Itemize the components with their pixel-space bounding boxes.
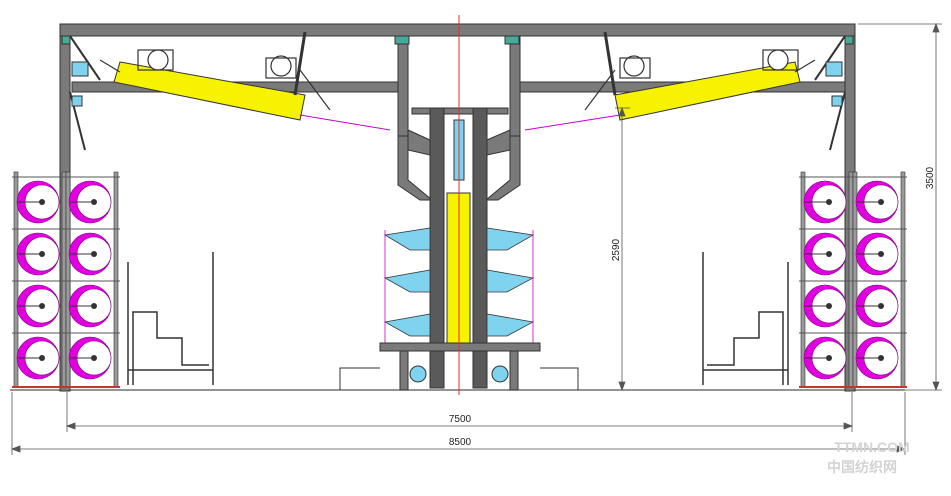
dimension-2590-label: 2590 [611, 238, 622, 261]
creel-post [848, 171, 854, 388]
right-creel [799, 171, 907, 388]
bobbin-icon [68, 232, 112, 276]
bobbin-icon [16, 336, 60, 380]
left-stairs [127, 252, 214, 385]
right-stairs [702, 252, 789, 385]
bobbin-icon [803, 180, 847, 224]
bobbin-icon [68, 284, 112, 328]
creel-post [900, 171, 906, 388]
left-creel [12, 171, 120, 388]
dimension-7500-label: 7500 [449, 414, 472, 425]
bobbin-icon [16, 284, 60, 328]
bobbin-icon [803, 232, 847, 276]
top-fittings [61, 35, 854, 45]
bobbin-icon [855, 180, 899, 224]
creel-post [113, 171, 119, 388]
central-column [397, 107, 521, 389]
corner-pulleys [71, 61, 843, 107]
creel-post [61, 171, 67, 388]
dimension-3500-label: 3500 [925, 166, 936, 189]
left-yellow-beam [113, 61, 306, 121]
bobbin-icon [855, 232, 899, 276]
base-platform [379, 342, 541, 391]
right-yellow-beam [614, 61, 801, 121]
dimension-8500-label: 8500 [449, 437, 472, 448]
bobbin-icon [68, 180, 112, 224]
bobbin-icon [855, 284, 899, 328]
bobbin-icon [803, 284, 847, 328]
dimension-2590 [615, 106, 630, 392]
right-motor-icons [584, 49, 816, 111]
bobbin-icon [16, 232, 60, 276]
bobbin-icon [855, 336, 899, 380]
bobbin-icon [16, 180, 60, 224]
watermark-name: 中国纺织网 [827, 459, 897, 475]
bobbin-icon [68, 336, 112, 380]
bobbin-icon [803, 336, 847, 380]
braiding-tiers [383, 227, 535, 345]
dimension-7500 [65, 392, 854, 432]
dimension-3500 [858, 22, 942, 392]
base-pedestals [339, 367, 579, 390]
dimension-8500 [10, 392, 907, 455]
left-motor-icons [99, 49, 331, 111]
watermark-site: TTMN.COM [834, 439, 909, 455]
